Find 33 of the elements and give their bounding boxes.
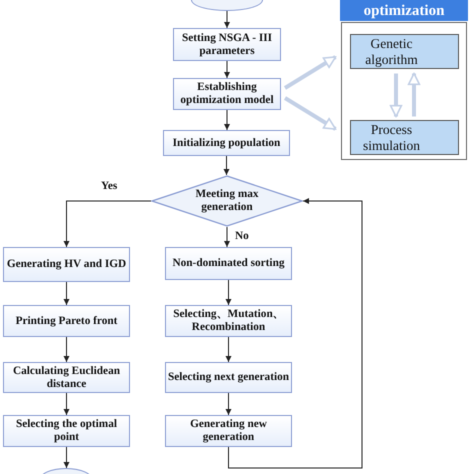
process-box: Calculating Euclidean distance (3, 362, 130, 393)
panel-title: optimization (340, 0, 468, 21)
process-box: Selecting、Mutation、Recombination (165, 305, 292, 337)
process-box: Printing Pareto front (3, 305, 130, 337)
hollow-arrow (390, 74, 402, 118)
process-box: Non-dominated sorting (165, 247, 292, 280)
arrow (226, 280, 232, 306)
process-box: Generating new generation (165, 415, 292, 447)
hollow-arrow (408, 72, 420, 116)
arrow (224, 10, 230, 28)
process-box: Initializing population (163, 130, 290, 156)
hollow-arrow (284, 55, 337, 90)
arrow (224, 226, 230, 248)
arrow (64, 446, 70, 468)
arrow (228, 198, 362, 468)
process-box: Selecting next generation (165, 362, 292, 393)
hollow-arrow (284, 96, 337, 131)
process-box: Generating HV and IGD (3, 247, 130, 282)
arrow (224, 60, 230, 78)
process-box: Setting NSGA - III parameters (173, 28, 281, 61)
arrow (64, 336, 70, 362)
process-box: Selecting the optimal point (3, 415, 130, 447)
arrow (226, 392, 232, 416)
arrow (64, 282, 70, 306)
arrow (224, 110, 230, 130)
arrow (64, 392, 70, 416)
module-box: Genetic algorithm (350, 34, 459, 69)
decision-diamond: Meeting max generation (151, 175, 303, 227)
process-box: Establishing optimization model (173, 78, 281, 110)
arrow (226, 336, 232, 362)
module-box: Process simulation (350, 120, 459, 155)
arrow (224, 156, 230, 176)
arrow (64, 200, 152, 248)
